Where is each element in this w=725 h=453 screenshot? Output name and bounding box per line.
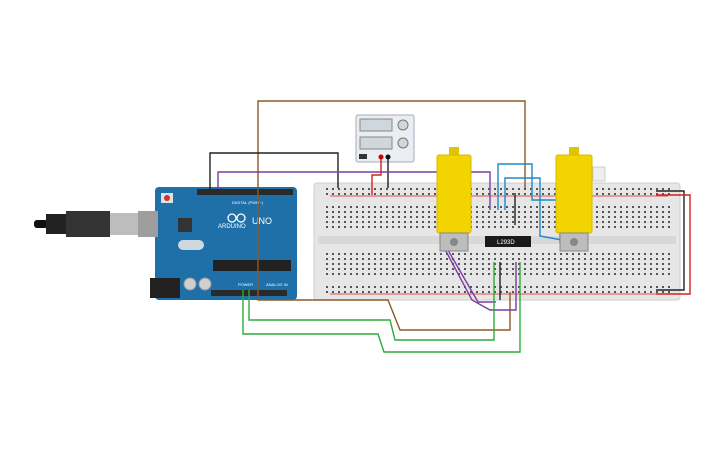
wires[interactable] <box>209 100 691 353</box>
wire-black[interactable] <box>209 152 339 189</box>
arduino-uno-logo: UNO <box>252 216 272 226</box>
dc-jack <box>150 278 180 298</box>
chip-label: L293D <box>497 240 515 246</box>
usb-cable[interactable] <box>34 211 158 237</box>
dc-motor-right[interactable] <box>555 147 606 252</box>
wire-red-rail[interactable] <box>656 194 691 295</box>
wire-green[interactable] <box>242 262 521 353</box>
wire-purple-2[interactable] <box>439 239 517 311</box>
wire-purple-3[interactable] <box>444 244 496 303</box>
wire-red-psu[interactable] <box>371 159 382 195</box>
dc-power-supply[interactable] <box>355 114 415 163</box>
current-knob[interactable] <box>397 137 409 149</box>
usb-plug-icon <box>110 213 138 235</box>
motor-driver-ic[interactable]: L293D <box>485 236 531 247</box>
wire-purple[interactable] <box>217 171 491 210</box>
digital-pins-label: DIGITAL (PWM~) <box>232 200 264 205</box>
reset-button[interactable] <box>164 195 170 201</box>
dc-motor-left[interactable] <box>436 147 472 252</box>
wire-black-rail[interactable] <box>656 190 685 291</box>
wire-blue-2[interactable] <box>504 177 563 241</box>
analog-pins-label: ANALOG IN <box>266 282 288 287</box>
arduino-brand: ARDUINO <box>218 224 246 230</box>
wire-brown[interactable] <box>257 100 526 189</box>
wire-brown-2[interactable] <box>257 189 511 331</box>
wire-green-2[interactable] <box>248 262 495 341</box>
power-switch[interactable] <box>359 154 367 159</box>
arduino-infinity-icon <box>227 213 246 223</box>
power-pins-label: POWER <box>238 282 253 287</box>
arduino-uno[interactable]: ARDUINO UNO DIGITAL (PWM~) POWER ANALOG … <box>150 187 297 300</box>
voltage-knob[interactable] <box>397 119 409 131</box>
